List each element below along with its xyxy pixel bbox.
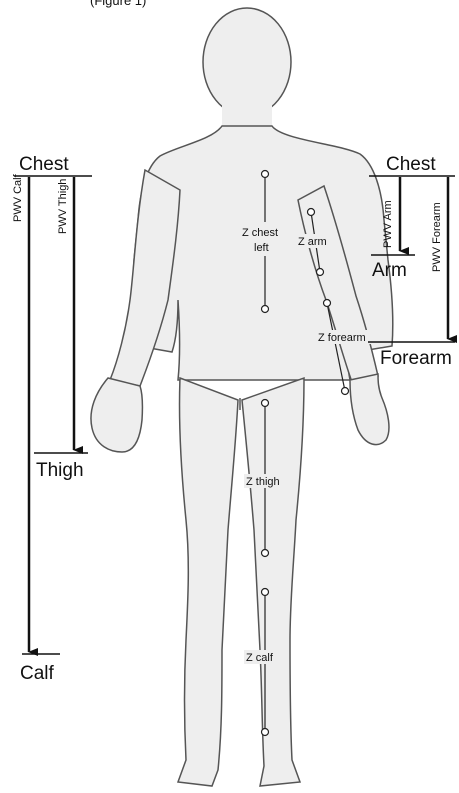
arm-electrode-bottom [317, 269, 324, 276]
z-forearm-label: Z forearm [318, 332, 366, 344]
z-calf-label: Z calf [246, 652, 274, 664]
forearm-electrode-bottom [342, 388, 349, 395]
pwv-arm-label: PWV Arm [382, 200, 394, 248]
left-pwv-panel: Chest PWV Calf PWV Thigh Thigh Calf [12, 154, 92, 684]
chest-electrode-bottom [262, 306, 269, 313]
z-thigh-label: Z thigh [246, 476, 280, 488]
pwv-forearm-label: PWV Forearm [431, 202, 443, 272]
chest-electrode-top [262, 171, 269, 178]
calf-electrode-bottom [262, 729, 269, 736]
right-leg-shape [242, 378, 304, 786]
calf-label: Calf [20, 663, 55, 684]
head-shape [203, 8, 291, 116]
left-hand-shape [91, 378, 142, 452]
left-leg-shape [178, 378, 238, 786]
calf-electrode-top [262, 589, 269, 596]
right-hand-shape [350, 374, 389, 445]
z-arm-label: Z arm [298, 236, 327, 248]
forearm-label: Forearm [380, 348, 452, 369]
arm-label: Arm [372, 260, 407, 281]
right-chest-label: Chest [386, 154, 436, 175]
thigh-label: Thigh [36, 460, 84, 481]
pwv-thigh-label: PWV Thigh [57, 179, 69, 234]
left-arm-shape [110, 170, 180, 386]
forearm-electrode-top [324, 300, 331, 307]
arm-electrode-top [308, 209, 315, 216]
z-chest-label-line1: Z chest [242, 227, 278, 239]
z-chest-label-line2: left [254, 242, 269, 254]
left-chest-label: Chest [19, 154, 69, 175]
header-partial-text: (Figure 1) [90, 0, 146, 8]
thigh-electrode-top [262, 400, 269, 407]
pwv-calf-label: PWV Calf [12, 173, 24, 222]
thigh-electrode-bottom [262, 550, 269, 557]
human-silhouette [91, 8, 393, 786]
